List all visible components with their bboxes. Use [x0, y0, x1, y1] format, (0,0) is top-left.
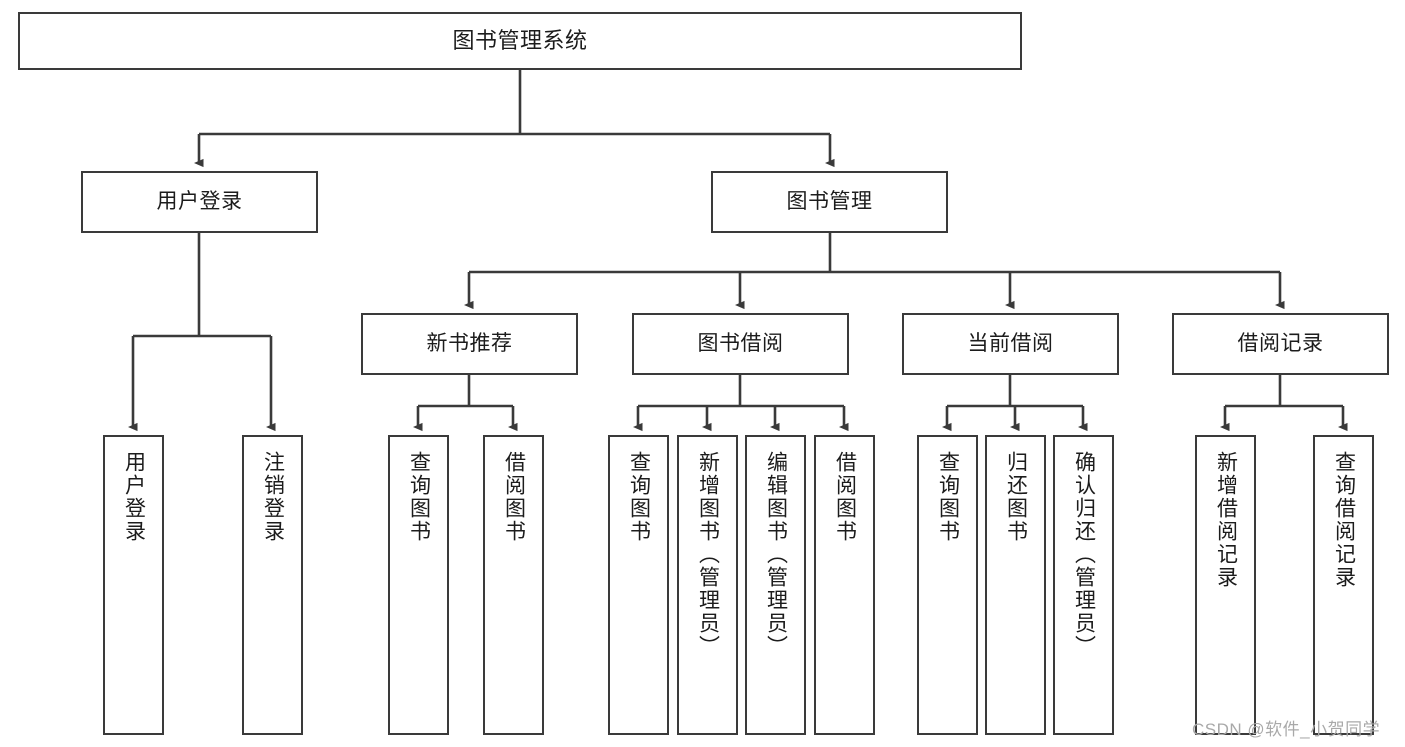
leaf-current-borrow-return-book-label: 归还图书 — [1004, 451, 1028, 543]
leaf-borrow-record-add-record[interactable]: 新增借阅记录 — [1195, 435, 1256, 735]
leaf-user-login-logout-label: 注销登录 — [261, 451, 285, 543]
leaf-book-borrow-edit-book-label: 编辑图书（管理员） — [764, 451, 788, 658]
node-current-borrow[interactable]: 当前借阅 — [902, 313, 1119, 375]
leaf-new-book-query-book[interactable]: 查询图书 — [388, 435, 449, 735]
node-book-management[interactable]: 图书管理 — [711, 171, 948, 233]
csdn-watermark: CSDN @软件_小贺同学 — [1192, 720, 1381, 739]
leaf-current-borrow-confirm-return-label: 确认归还（管理员） — [1072, 451, 1096, 658]
leaf-current-borrow-return-book[interactable]: 归还图书 — [985, 435, 1046, 735]
node-root-book-management-system[interactable]: 图书管理系统 — [18, 12, 1022, 70]
node-book-borrow[interactable]: 图书借阅 — [632, 313, 849, 375]
leaf-new-book-query-book-label: 查询图书 — [407, 451, 431, 543]
node-current-borrow-label: 当前借阅 — [967, 331, 1054, 355]
leaf-book-borrow-add-book-label: 新增图书（管理员） — [696, 451, 720, 658]
node-user-login[interactable]: 用户登录 — [81, 171, 318, 233]
leaf-book-borrow-query-book[interactable]: 查询图书 — [608, 435, 669, 735]
leaf-new-book-borrow-book-label: 借阅图书 — [502, 451, 526, 543]
leaf-book-borrow-query-book-label: 查询图书 — [627, 451, 651, 543]
node-book-borrow-label: 图书借阅 — [697, 331, 784, 355]
leaf-new-book-borrow-book[interactable]: 借阅图书 — [483, 435, 544, 735]
leaf-book-borrow-borrow-book[interactable]: 借阅图书 — [814, 435, 875, 735]
node-borrow-record-label: 借阅记录 — [1237, 331, 1324, 355]
node-new-book-recommend-label: 新书推荐 — [426, 331, 513, 355]
leaf-borrow-record-query-record-label: 查询借阅记录 — [1332, 451, 1356, 589]
leaf-book-borrow-edit-book[interactable]: 编辑图书（管理员） — [745, 435, 806, 735]
node-new-book-recommend[interactable]: 新书推荐 — [361, 313, 578, 375]
node-root-label: 图书管理系统 — [452, 28, 588, 54]
leaf-current-borrow-query-book-label: 查询图书 — [936, 451, 960, 543]
leaf-borrow-record-query-record[interactable]: 查询借阅记录 — [1313, 435, 1374, 735]
leaf-book-borrow-add-book[interactable]: 新增图书（管理员） — [677, 435, 738, 735]
leaf-book-borrow-borrow-book-label: 借阅图书 — [833, 451, 857, 543]
leaf-user-login-login[interactable]: 用户登录 — [103, 435, 164, 735]
leaf-current-borrow-confirm-return[interactable]: 确认归还（管理员） — [1053, 435, 1114, 735]
node-borrow-record[interactable]: 借阅记录 — [1172, 313, 1389, 375]
leaf-user-login-logout[interactable]: 注销登录 — [242, 435, 303, 735]
leaf-borrow-record-add-record-label: 新增借阅记录 — [1214, 451, 1238, 589]
node-user-login-label: 用户登录 — [156, 189, 243, 213]
leaf-current-borrow-query-book[interactable]: 查询图书 — [917, 435, 978, 735]
node-book-management-label: 图书管理 — [786, 189, 873, 213]
leaf-user-login-login-label: 用户登录 — [122, 451, 146, 543]
